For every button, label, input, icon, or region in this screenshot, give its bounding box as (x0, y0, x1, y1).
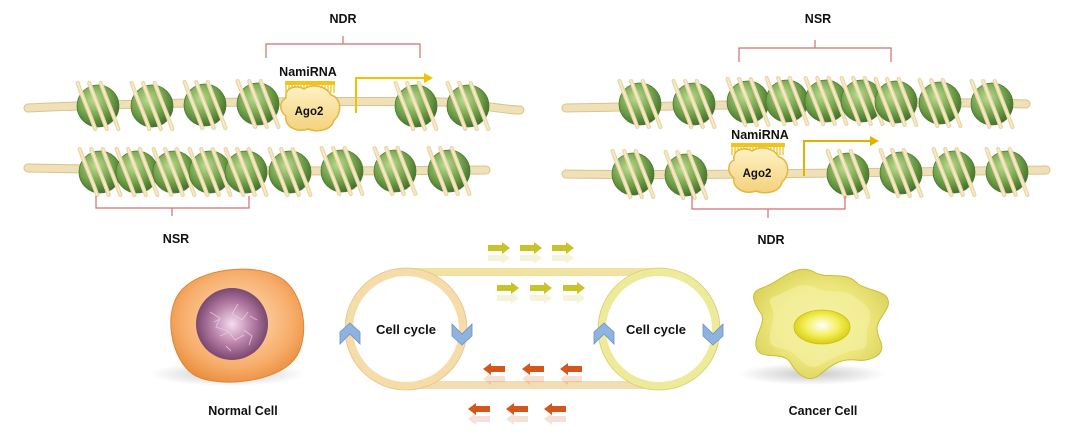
normal-cell-nucleus (196, 288, 268, 360)
ago2-protein-left (280, 85, 341, 132)
forward-arrow (530, 282, 552, 294)
transcription-arrow-left (355, 77, 424, 113)
forward-arrow (552, 242, 574, 254)
nucleosome (839, 75, 885, 127)
reverse-arrow (522, 363, 544, 375)
namirna-complex-right: Ago2 (728, 136, 879, 194)
nucleosome (267, 146, 313, 198)
ndr-bracket-top-left (265, 36, 421, 58)
cancer-cell-label: Cancer Cell (789, 404, 858, 418)
ago2-label-right: Ago2 (743, 168, 772, 180)
nucleosome (617, 78, 663, 130)
reverse-arrow (483, 363, 505, 375)
nucleosome (182, 79, 228, 131)
nucleosome (969, 78, 1015, 130)
namirna-complex-left: Ago2 (280, 73, 433, 132)
reverse-arrow (560, 363, 582, 375)
ndr-label-top-left: NDR (329, 12, 356, 26)
nucleosome (610, 148, 656, 200)
cell-cycle-label-right: Cell cycle (626, 322, 686, 337)
transcription-arrow-right (803, 140, 870, 176)
forward-arrow (563, 282, 585, 294)
ago2-label-left: Ago2 (295, 106, 324, 118)
forward-arrow (488, 242, 510, 254)
nucleosome (663, 149, 709, 201)
nucleosome (725, 76, 771, 128)
nucleosome-group (75, 75, 1030, 201)
cancer-cell-nucleus (793, 309, 851, 345)
ndr-bracket-bottom-right (691, 196, 846, 218)
forward-arrow (520, 242, 542, 254)
cycle-chevron-right-up (593, 322, 615, 345)
nucleosome (878, 147, 924, 199)
nucleosome (803, 75, 849, 127)
normal-cell: Normal Cell (150, 268, 306, 418)
cell-cycle-diagram: Cell cycle Cell cycle (339, 242, 724, 425)
nucleosome (77, 146, 123, 198)
nucleosome (445, 80, 491, 132)
nucleosome (764, 75, 810, 127)
region-brackets (95, 36, 892, 218)
nucleosome (917, 77, 963, 129)
cycle-chevron-left-down (451, 323, 473, 346)
nsr-bracket-top-right (738, 40, 892, 62)
nucleosome (426, 145, 472, 197)
nucleosome (319, 145, 365, 197)
nucleosome (151, 146, 197, 198)
reverse-arrow (544, 403, 566, 415)
ago2-protein-right (728, 147, 789, 194)
nucleosome (129, 80, 175, 132)
nucleosome (235, 78, 281, 130)
nucleosome (873, 76, 919, 128)
nucleosome (187, 146, 233, 198)
nucleosome (393, 80, 439, 132)
flow-arrows (468, 242, 585, 425)
cycle-chevron-right-down (702, 323, 724, 346)
chromatin-texture (209, 303, 258, 352)
nucleosome (75, 80, 121, 132)
namirna-label-left: NamiRNA (279, 65, 337, 79)
nucleosome (223, 146, 269, 198)
ndr-label-bottom-right: NDR (757, 233, 784, 247)
cycle-band-bottom (406, 381, 658, 389)
normal-cell-label: Normal Cell (208, 404, 277, 418)
reverse-arrow (506, 403, 528, 415)
nucleosome (931, 146, 977, 198)
cancer-cell: Cancer Cell (738, 268, 889, 418)
nsr-bracket-bottom-left (95, 196, 250, 216)
cell-cycle-label-left: Cell cycle (376, 322, 436, 337)
transcription-arrowhead-right (870, 136, 879, 146)
nucleosome (671, 78, 717, 130)
nsr-label-top-right: NSR (805, 12, 831, 26)
nucleosome (372, 145, 418, 197)
nucleosome (825, 148, 871, 200)
transcription-arrowhead-left (424, 73, 433, 83)
cycle-chevron-left-up (339, 322, 361, 345)
nucleosome (984, 146, 1030, 198)
nucleosome (114, 146, 160, 198)
forward-arrow (497, 282, 519, 294)
nsr-label-bottom-left: NSR (163, 232, 189, 246)
reverse-arrow (468, 403, 490, 415)
cycle-band-top (406, 268, 658, 276)
namirna-label-right: NamiRNA (731, 128, 789, 142)
